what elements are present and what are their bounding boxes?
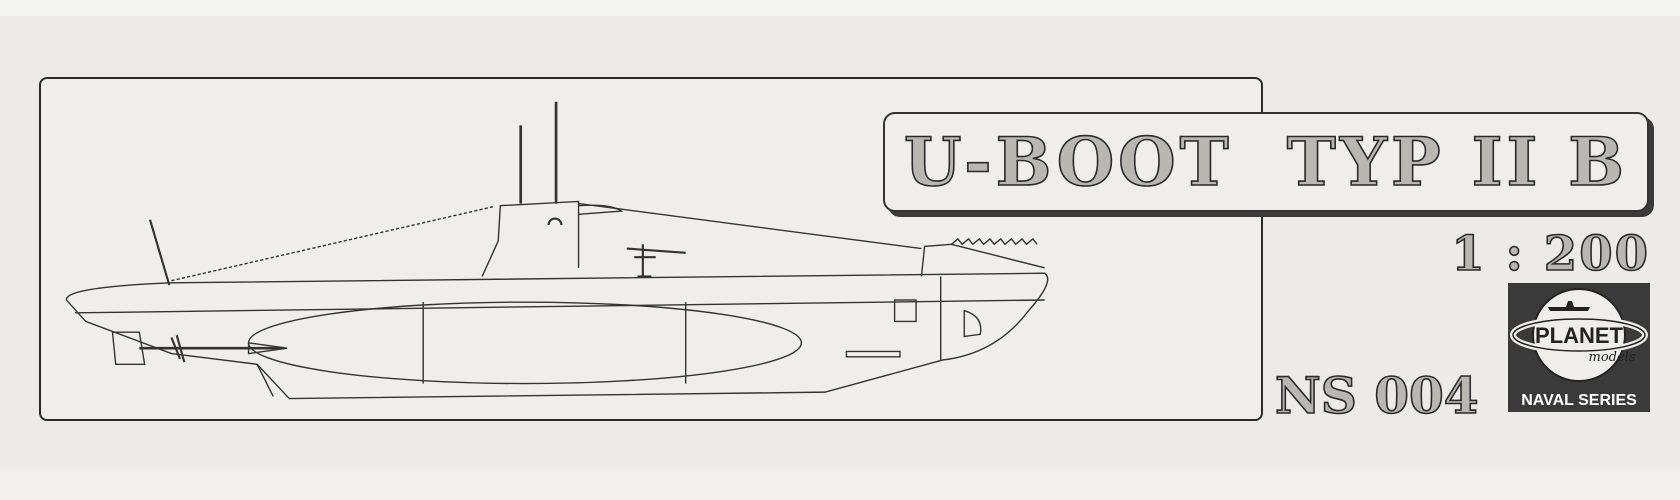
- logo-brand: PLANET: [1535, 323, 1624, 348]
- bow-casing: [920, 243, 1045, 277]
- product-code: NS 004: [1274, 365, 1479, 426]
- fwd-casing: [578, 202, 922, 250]
- planet-models-logo: PLANET models NAVAL SERIES: [1508, 283, 1650, 412]
- hull: [65, 272, 1049, 400]
- rudder: [111, 331, 146, 365]
- scale-label: 1 : 200: [1450, 225, 1650, 283]
- logo-sub: models: [1589, 350, 1636, 365]
- jumping-wire: [148, 219, 171, 286]
- logo-planet-icon: PLANET models: [1510, 288, 1648, 382]
- logo-series: NAVAL SERIES: [1521, 392, 1637, 409]
- top-paper-edge: [0, 0, 1680, 16]
- title-box: U-BOOT TYP II B: [883, 112, 1649, 212]
- deck-gun: [626, 244, 686, 278]
- conning-tower: [481, 200, 580, 277]
- saddle-tank: [247, 301, 803, 385]
- bottom-paper-edge: [0, 470, 1680, 500]
- product-title: U-BOOT TYP II B: [903, 122, 1629, 202]
- ship-icon: [1548, 301, 1590, 311]
- aft-casing: [171, 206, 494, 282]
